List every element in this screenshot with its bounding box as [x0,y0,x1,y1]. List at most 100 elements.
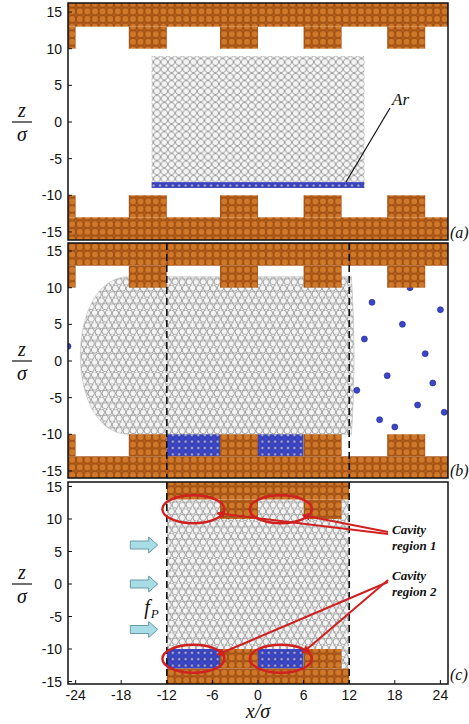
argon-atom [392,424,398,430]
force-subscript: P [151,606,159,622]
domain-boundary [166,243,168,478]
tick-label: -15 [42,463,62,479]
wall-post [68,434,76,456]
tick-mark [68,616,72,617]
axis-label: x/σ [246,700,270,723]
domain-boundary [348,243,350,478]
leader-arrow [217,513,388,534]
panel-frame [68,3,448,240]
tick-label: 15 [46,4,62,20]
wall-post [129,266,167,288]
axis-label: z [18,338,26,361]
wall-post [387,434,425,456]
liquid-lattice [152,56,365,182]
tick-mark [68,361,72,362]
cavity-ellipse [162,645,224,673]
tick-mark [68,681,72,682]
wall-post [220,266,258,288]
panel-label: (b) [450,462,469,480]
bottom-wall [167,669,349,685]
liquid-cavity [167,500,220,520]
tick-label: 0 [54,353,62,369]
argon-atom [415,402,421,408]
liquid-droplet [80,277,354,435]
argon-atom [422,351,428,357]
tick-mark [68,85,72,86]
tick-label: 5 [54,77,62,93]
argon-atom [437,307,443,313]
tick-label: -5 [50,609,62,625]
tick-label: -10 [42,641,62,657]
tick-mark [68,470,72,471]
panel-label: (c) [450,666,468,684]
leader-line [346,108,390,182]
wall-post [304,27,342,49]
argon-atom [377,417,383,423]
top-wall [68,243,448,266]
argon-atom [430,380,436,386]
tick-mark [68,434,72,435]
wall-post [68,195,76,217]
tick-label: 18 [387,687,403,703]
argon-atom [399,321,405,327]
tick-mark [68,584,72,585]
tick-mark [68,551,72,552]
panel-content [167,482,349,684]
liquid-channel [167,519,349,649]
wall-post [304,434,342,456]
force-symbol: f [144,596,150,619]
argon-cavity [258,434,304,456]
argon-cavity [167,434,220,456]
axis-label: σ [17,585,27,608]
tick-label: -15 [42,674,62,690]
wall-post [220,195,258,217]
tick-mark [68,122,72,123]
cavity-ellipse [162,495,224,523]
axis-label: σ [17,123,27,146]
panel-label: (a) [450,224,469,242]
force-arrow [130,622,157,638]
bottom-wall [68,456,448,478]
species-label: Ar [392,90,409,110]
leader-arrow [217,582,388,655]
force-arrow [130,537,157,553]
argon-layer [152,182,365,188]
tick-mark [68,12,72,13]
tick-label: -10 [42,187,62,203]
wall-post [304,266,342,288]
wall-post [387,27,425,49]
tick-label: -12 [157,687,177,703]
tick-label: 15 [46,243,62,259]
tick-label: -24 [65,687,85,703]
liquid-cavity [342,649,350,669]
wall-post [387,266,425,288]
tick-mark [68,519,72,520]
panel-content [68,243,448,478]
tick-mark [68,324,72,325]
domain-boundary [348,482,350,684]
wall-post [129,27,167,49]
top-wall [68,3,448,27]
tick-mark [68,486,72,487]
wall-post [304,195,342,217]
cavity-ellipse [250,645,312,673]
tick-label: 5 [54,544,62,560]
wall-post [220,434,258,456]
fraction-bar [12,121,32,122]
tick-mark [68,251,72,252]
force-arrow [130,576,157,592]
tick-mark [68,649,72,650]
argon-cavity [258,649,304,669]
tick-label: 12 [341,687,357,703]
argon-atom [441,409,447,415]
bottom-wall [68,217,448,240]
cavity-label: Cavity region 1 [392,522,448,554]
axis-label: z [18,561,26,584]
liquid-cavity [258,500,304,520]
liquid-cavity [342,500,350,520]
axis-label: z [18,99,26,122]
tick-label: 5 [54,316,62,332]
panel-frame [68,482,448,684]
tick-label: 10 [46,280,62,296]
wall-post [387,195,425,217]
